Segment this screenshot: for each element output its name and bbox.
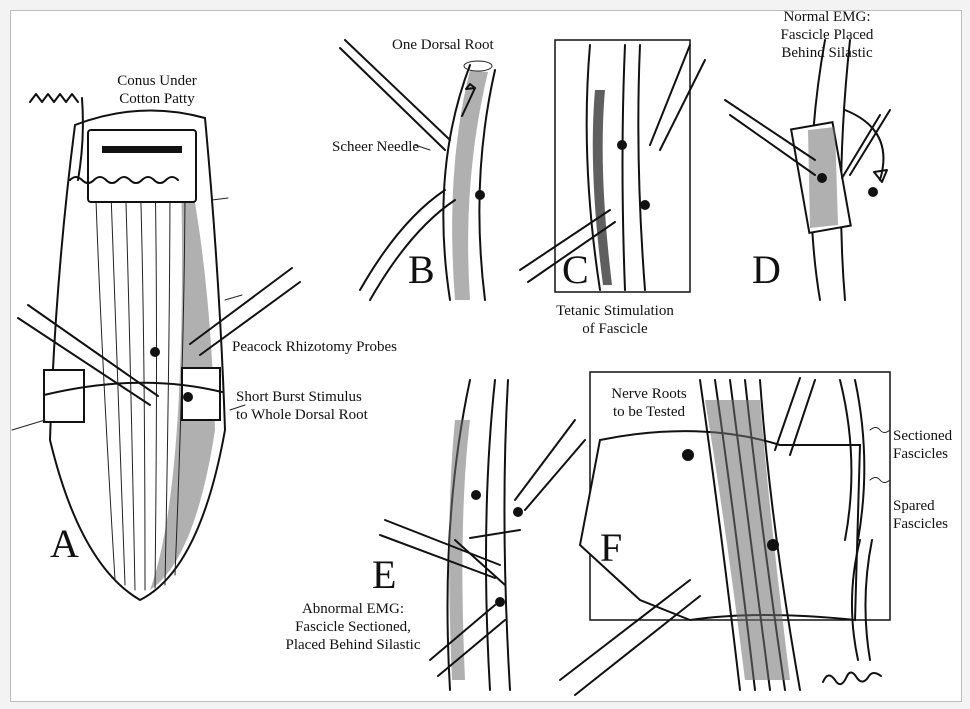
label-normal-emg: Normal EMG: Fascicle Placed Behind Silas… <box>752 8 902 62</box>
label-line: Abnormal EMG: <box>268 600 438 618</box>
label-line: Spared <box>893 497 948 515</box>
label-tetanic-stimulation: Tetanic Stimulation of Fascicle <box>540 302 690 338</box>
label-line: Nerve Roots <box>594 385 704 403</box>
panel-letter-e: E <box>372 555 396 595</box>
panel-letter-f: F <box>600 528 622 568</box>
label-line: Short Burst Stimulus <box>236 388 368 406</box>
label-line: Sectioned <box>893 427 952 445</box>
label-short-burst-stimulus: Short Burst Stimulus to Whole Dorsal Roo… <box>236 388 368 424</box>
panel-letter-b: B <box>408 250 435 290</box>
label-line: Fascicles <box>893 515 948 533</box>
label-sectioned-fascicles: Sectioned Fascicles <box>893 427 952 463</box>
label-line: Fascicle Placed <box>752 26 902 44</box>
panel-c-drawing <box>520 40 705 292</box>
label-line: to Whole Dorsal Root <box>236 406 368 424</box>
panel-letter-c: C <box>562 250 589 290</box>
label-nerve-roots: Nerve Roots to be Tested <box>594 385 704 421</box>
label-line: of Fascicle <box>540 320 690 338</box>
label-scheer-needle: Scheer Needle <box>332 138 419 156</box>
artist-signature <box>823 672 881 684</box>
label-line: Tetanic Stimulation <box>540 302 690 320</box>
panel-d-drawing <box>725 40 890 300</box>
label-line: to be Tested <box>594 403 704 421</box>
label-line: Normal EMG: <box>752 8 902 26</box>
label-line: Fascicle Sectioned, <box>268 618 438 636</box>
label-peacock-rhizotomy-probes: Peacock Rhizotomy Probes <box>232 338 397 356</box>
label-line: Conus Under <box>92 72 222 90</box>
panel-letter-a: A <box>50 524 79 564</box>
label-one-dorsal-root: One Dorsal Root <box>392 36 494 54</box>
label-line: Behind Silastic <box>752 44 902 62</box>
label-conus-under-cotton-patty: Conus Under Cotton Patty <box>92 72 222 108</box>
label-line: Fascicles <box>893 445 952 463</box>
label-line: Cotton Patty <box>92 90 222 108</box>
panel-letter-d: D <box>752 250 781 290</box>
label-abnormal-emg: Abnormal EMG: Fascicle Sectioned, Placed… <box>268 600 438 654</box>
label-spared-fascicles: Spared Fascicles <box>893 497 948 533</box>
label-line: Placed Behind Silastic <box>268 636 438 654</box>
